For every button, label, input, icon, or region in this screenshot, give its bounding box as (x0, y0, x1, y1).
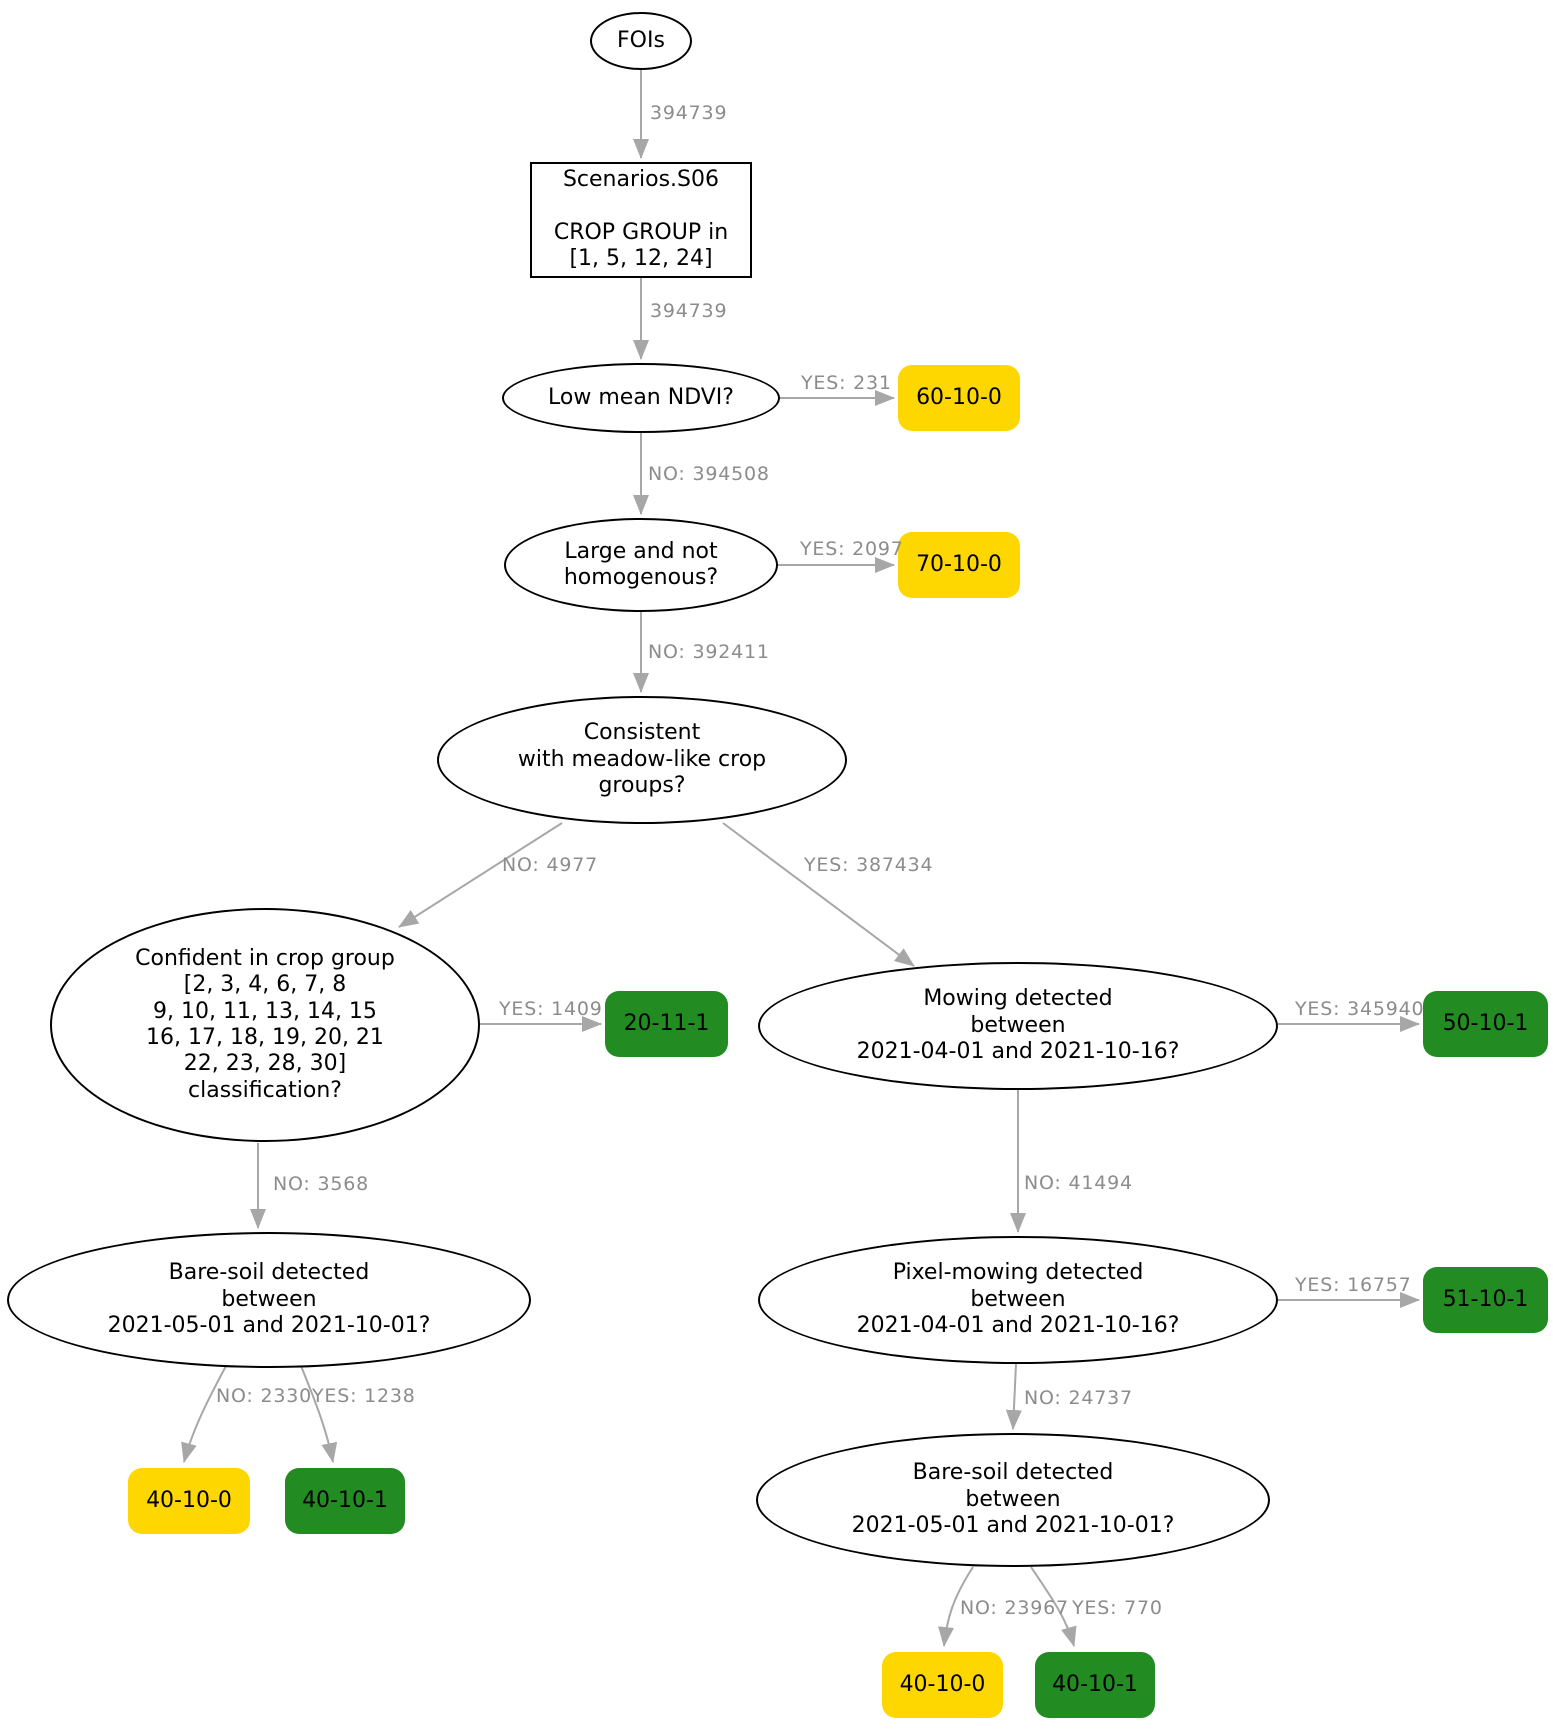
terminal-20-11-1-label: 20-11-1 (623, 1010, 710, 1036)
node-large-not-homogenous-label: Large and not homogenous? (563, 538, 719, 590)
node-confident-crop-group-label: Confident in crop group [2, 3, 4, 6, 7, … (135, 945, 395, 1103)
edge-label-baresoil-left-yes: YES: 1238 (312, 1385, 416, 1407)
node-pixel-mowing-detected-label: Pixel-mowing detected between 2021-04-01… (856, 1260, 1180, 1339)
terminal-20-11-1: 20-11-1 (605, 991, 728, 1057)
edge-baresoil-right-no (938, 1566, 974, 1647)
node-mowing-detected-label: Mowing detected between 2021-04-01 and 2… (856, 986, 1180, 1065)
edge-consistent-yes (722, 822, 915, 967)
edge-label-consistent-yes: YES: 387434 (804, 854, 934, 876)
terminal-40-10-0-left-label: 40-10-0 (146, 1487, 232, 1513)
node-pixel-mowing-detected: Pixel-mowing detected between 2021-04-01… (758, 1236, 1278, 1364)
node-scenario-s06: Scenarios.S06 CROP GROUP in [1, 5, 12, 2… (530, 162, 752, 278)
terminal-51-10-1: 51-10-1 (1423, 1267, 1548, 1333)
edge-label-baresoil-right-yes: YES: 770 (1072, 1597, 1163, 1619)
edge-label-fois-count: 394739 (650, 102, 728, 124)
edge-label-baresoil-left-no: NO: 2330 (216, 1385, 313, 1407)
terminal-60-10-0-label: 60-10-0 (916, 384, 1002, 410)
node-large-not-homogenous: Large and not homogenous? (504, 518, 778, 612)
edge-label-large-yes: YES: 2097 (800, 538, 904, 560)
node-confident-crop-group: Confident in crop group [2, 3, 4, 6, 7, … (50, 908, 480, 1142)
node-fois: FOIs (590, 12, 692, 70)
edge-label-confident-yes: YES: 1409 (499, 998, 603, 1020)
terminal-40-10-1-right: 40-10-1 (1035, 1652, 1155, 1718)
edge-label-large-no: NO: 392411 (648, 641, 770, 663)
terminal-60-10-0: 60-10-0 (898, 365, 1020, 431)
node-bare-soil-left-label: Bare-soil detected between 2021-05-01 an… (107, 1260, 431, 1339)
terminal-50-10-1-label: 50-10-1 (1442, 1010, 1529, 1036)
node-bare-soil-left: Bare-soil detected between 2021-05-01 an… (7, 1232, 531, 1368)
terminal-40-10-1-right-label: 40-10-1 (1052, 1671, 1138, 1697)
terminal-40-10-1-left-label: 40-10-1 (302, 1487, 388, 1513)
edge-pixelmowing-no (1005, 1363, 1022, 1430)
edge-baresoil-left-no (181, 1365, 227, 1463)
edge-label-consistent-no: NO: 4977 (502, 854, 599, 876)
terminal-51-10-1-label: 51-10-1 (1442, 1286, 1529, 1312)
terminal-70-10-0: 70-10-0 (898, 532, 1020, 598)
edge-label-lowndvi-no: NO: 394508 (648, 463, 770, 485)
edge-baresoil-left-yes (300, 1365, 338, 1463)
edge-label-pixelmowing-no: NO: 24737 (1024, 1387, 1133, 1409)
node-consistent-meadow: Consistent with meadow-like crop groups? (437, 696, 847, 824)
edge-label-mowing-yes: YES: 345940 (1295, 998, 1425, 1020)
edge-label-scenario-count: 394739 (650, 300, 728, 322)
node-fois-label: FOIs (617, 27, 665, 53)
node-scenario-s06-label: Scenarios.S06 CROP GROUP in [1, 5, 12, 2… (553, 167, 729, 272)
terminal-50-10-1: 50-10-1 (1423, 991, 1548, 1057)
edge-label-pixelmowing-yes: YES: 16757 (1295, 1274, 1412, 1296)
terminal-40-10-0-right: 40-10-0 (882, 1652, 1003, 1718)
node-mowing-detected: Mowing detected between 2021-04-01 and 2… (758, 962, 1278, 1090)
node-bare-soil-right: Bare-soil detected between 2021-05-01 an… (756, 1433, 1270, 1567)
node-bare-soil-right-label: Bare-soil detected between 2021-05-01 an… (851, 1460, 1175, 1539)
edge-consistent-no (398, 822, 563, 928)
terminal-40-10-0-left: 40-10-0 (128, 1468, 250, 1534)
edge-label-baresoil-right-no: NO: 23967 (960, 1597, 1069, 1619)
terminal-40-10-0-right-label: 40-10-0 (899, 1671, 986, 1697)
edge-label-lowndvi-yes: YES: 231 (801, 372, 892, 394)
node-low-mean-ndvi: Low mean NDVI? (502, 363, 780, 433)
edge-baresoil-right-yes (1030, 1566, 1077, 1647)
terminal-40-10-1-left: 40-10-1 (285, 1468, 405, 1534)
node-low-mean-ndvi-label: Low mean NDVI? (548, 384, 734, 410)
edge-label-mowing-no: NO: 41494 (1024, 1172, 1133, 1194)
terminal-70-10-0-label: 70-10-0 (916, 551, 1002, 577)
node-consistent-meadow-label: Consistent with meadow-like crop groups? (517, 720, 767, 799)
edge-label-confident-no: NO: 3568 (273, 1173, 370, 1195)
